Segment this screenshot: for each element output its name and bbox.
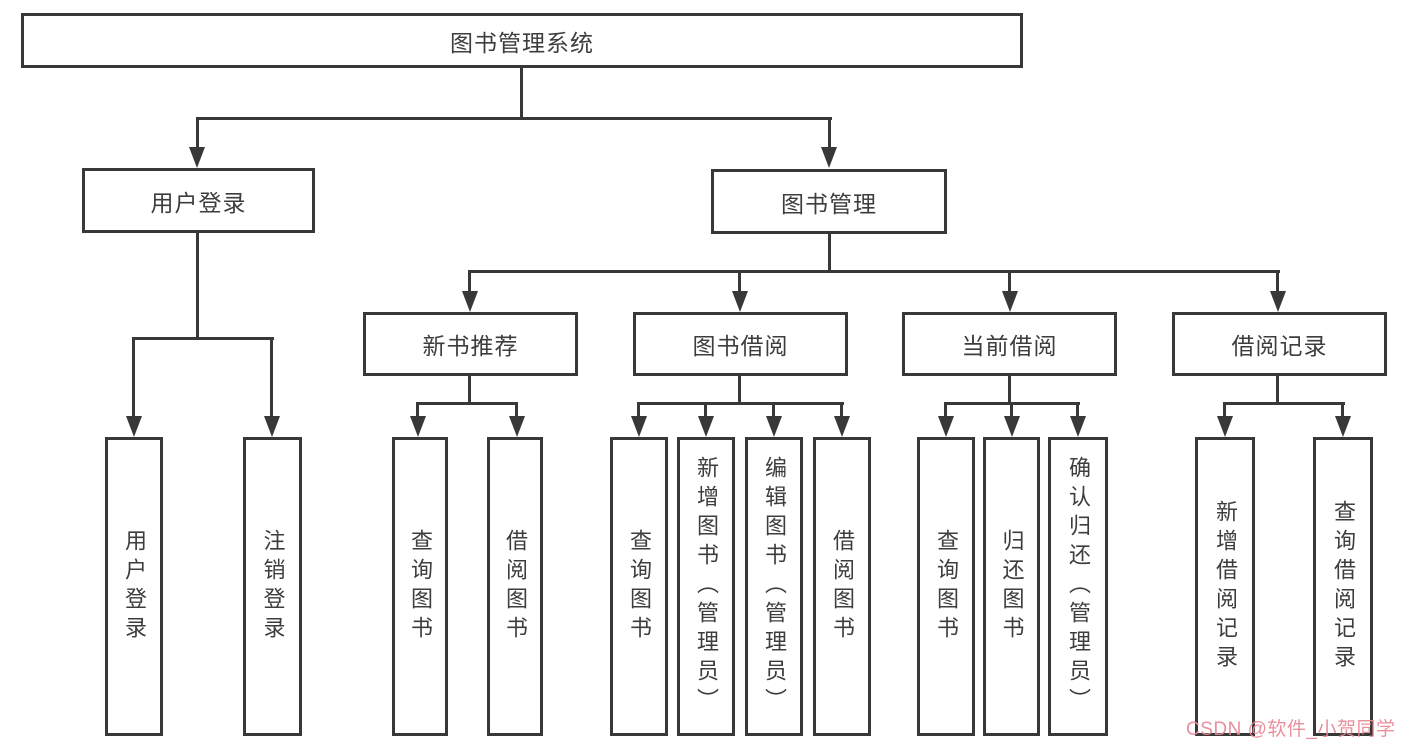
leaf-borrow-book: 借阅图书	[813, 437, 871, 736]
leaf-user-login: 用户登录	[105, 437, 163, 736]
leaf-confirm-return-admin: 确认归还（管理员）	[1048, 437, 1108, 736]
arrow-down-icon	[1004, 416, 1020, 437]
connector-segment	[1276, 376, 1279, 405]
connector-segment	[637, 402, 640, 419]
node-label: 新增图书（管理员）	[694, 456, 719, 717]
connector-segment	[468, 270, 471, 295]
connector-segment	[944, 402, 947, 419]
connector-segment	[772, 402, 775, 419]
node-borrow-record: 借阅记录	[1172, 312, 1387, 376]
node-label: 借阅图书	[830, 528, 855, 645]
node-label: 归还图书	[999, 528, 1025, 645]
node-label: 新增借阅记录	[1213, 499, 1238, 674]
node-label: 注销登录	[260, 528, 286, 645]
leaf-borrow-book-recommend: 借阅图书	[487, 437, 543, 736]
arrow-down-icon	[509, 416, 525, 437]
arrow-down-icon	[938, 416, 954, 437]
node-current-borrow: 当前借阅	[902, 312, 1117, 376]
arrow-down-icon	[1002, 291, 1018, 312]
arrow-down-icon	[1070, 416, 1086, 437]
connector-segment	[828, 117, 831, 151]
csdn-watermark: CSDN @软件_小贺同学	[1186, 719, 1396, 740]
node-book-management-branch: 图书管理	[711, 169, 947, 234]
node-label: 查询借阅记录	[1331, 499, 1356, 674]
node-label: 用户登录	[122, 528, 147, 645]
node-book-borrow: 图书借阅	[633, 312, 848, 376]
arrow-down-icon	[631, 416, 647, 437]
leaf-query-book-borrow: 查询图书	[610, 437, 668, 736]
arrow-down-icon	[126, 416, 142, 437]
node-label: 编辑图书（管理员）	[762, 456, 787, 717]
connector-segment	[1076, 402, 1079, 419]
leaf-add-borrow-record: 新增借阅记录	[1195, 437, 1255, 736]
leaf-query-book-recommend: 查询图书	[392, 437, 448, 736]
connector-segment	[416, 402, 518, 405]
connector-segment	[1276, 270, 1279, 295]
connector-segment	[1008, 376, 1011, 405]
connector-segment	[1223, 402, 1226, 419]
connector-segment	[132, 337, 274, 340]
node-label: 查询图书	[934, 528, 959, 645]
node-label: 查询图书	[408, 528, 433, 645]
connector-segment	[196, 233, 199, 340]
node-label: 图书管理系统	[450, 29, 594, 56]
connector-segment	[270, 337, 273, 419]
node-label: 用户登录	[150, 189, 247, 216]
node-label: 图书借阅	[692, 333, 789, 359]
arrow-down-icon	[1217, 416, 1233, 437]
connector-segment	[704, 402, 707, 419]
arrow-down-icon	[1270, 291, 1286, 312]
arrow-down-icon	[1335, 416, 1351, 437]
node-label: 图书管理	[781, 190, 877, 217]
node-label: 新书推荐	[422, 333, 519, 359]
node-label: 当前借阅	[961, 333, 1058, 359]
connector-segment	[515, 402, 518, 419]
connector-segment	[196, 117, 832, 120]
arrow-down-icon	[766, 416, 782, 437]
arrow-down-icon	[189, 147, 205, 168]
leaf-add-book-admin: 新增图书（管理员）	[677, 437, 735, 736]
arrow-down-icon	[732, 291, 748, 312]
arrow-down-icon	[834, 416, 850, 437]
connector-segment	[738, 376, 741, 405]
node-label: 借阅图书	[503, 528, 528, 645]
node-user-login-branch: 用户登录	[82, 168, 315, 233]
arrow-down-icon	[462, 291, 478, 312]
connector-segment	[637, 402, 844, 405]
arrow-down-icon	[264, 416, 280, 437]
connector-segment	[1223, 402, 1345, 405]
node-root: 图书管理系统	[21, 13, 1023, 68]
connector-segment	[132, 337, 135, 419]
leaf-edit-book-admin: 编辑图书（管理员）	[745, 437, 803, 736]
connector-segment	[828, 234, 831, 273]
connector-segment	[1341, 402, 1344, 419]
node-label: 确认归还（管理员）	[1066, 456, 1091, 717]
connector-segment	[1008, 270, 1011, 295]
node-label: 借阅记录	[1231, 333, 1328, 359]
leaf-query-borrow-record: 查询借阅记录	[1313, 437, 1373, 736]
arrow-down-icon	[698, 416, 714, 437]
connector-segment	[468, 270, 1280, 273]
connector-segment	[520, 68, 523, 119]
node-new-book-recommend: 新书推荐	[363, 312, 578, 376]
leaf-return-book: 归还图书	[983, 437, 1040, 736]
leaf-query-book-current: 查询图书	[917, 437, 975, 736]
connector-segment	[468, 376, 471, 405]
connector-segment	[1010, 402, 1013, 419]
connector-segment	[738, 270, 741, 295]
leaf-logout: 注销登录	[243, 437, 302, 736]
connector-segment	[840, 402, 843, 419]
node-label: 查询图书	[627, 528, 652, 645]
arrow-down-icon	[821, 147, 837, 168]
connector-segment	[416, 402, 419, 419]
connector-segment	[196, 117, 199, 151]
arrow-down-icon	[410, 416, 426, 437]
